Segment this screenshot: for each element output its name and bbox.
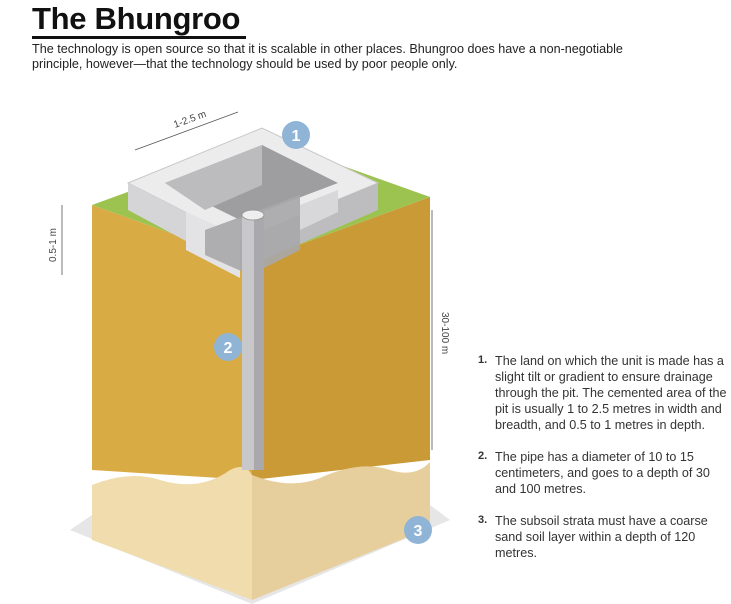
soil-left-face: [92, 205, 252, 480]
pit-right-wall: [300, 190, 338, 230]
svg-text:1: 1: [292, 128, 301, 145]
pipe-opening: [241, 209, 265, 221]
marker-2: 2: [214, 333, 242, 361]
sand-left-face: [92, 466, 252, 600]
intro-text: The technology is open source so that it…: [32, 42, 623, 71]
note-number: 2.: [478, 450, 488, 462]
svg-text:2: 2: [224, 340, 233, 357]
pit-depth-label: 0.5-1 m: [48, 228, 59, 262]
soil-right-face: [252, 197, 430, 480]
sand-right-face: [252, 462, 430, 600]
note-number: 1.: [478, 354, 488, 366]
page-title: The Bhungroo: [32, 2, 247, 39]
marker-1: 1: [282, 121, 310, 149]
note-1: 1. The land on which the unit is made ha…: [478, 353, 728, 433]
pipe-depth-label: 30-100 m: [439, 312, 450, 354]
note-3: 3. The subsoil strata must have a coarse…: [478, 513, 728, 561]
width-dimension-line: [134, 111, 239, 151]
note-text: The subsoil strata must have a coarse sa…: [495, 514, 708, 560]
note-text: The pipe has a diameter of 10 to 15 cent…: [495, 450, 710, 496]
note-text: The land on which the unit is made has a…: [495, 354, 727, 432]
width-label: 1-2.5 m: [172, 109, 208, 131]
svg-text:3: 3: [414, 523, 423, 540]
pipe-shade: [254, 215, 264, 470]
note-number: 3.: [478, 514, 488, 526]
note-2: 2. The pipe has a diameter of 10 to 15 c…: [478, 449, 728, 497]
marker-3: 3: [404, 516, 432, 544]
pit-inner-wall: [165, 145, 262, 210]
notes-list: 1. The land on which the unit is made ha…: [478, 353, 728, 577]
